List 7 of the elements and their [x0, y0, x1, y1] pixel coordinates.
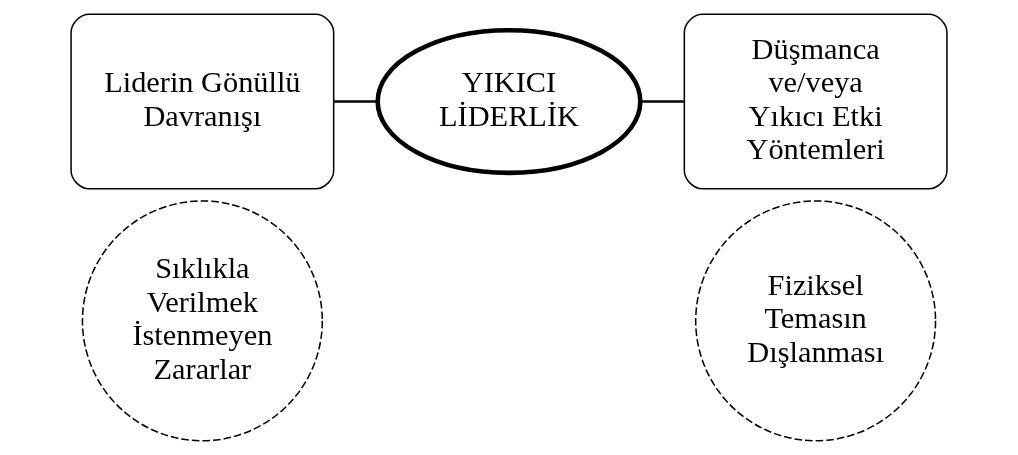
- connector: [640, 100, 684, 103]
- node-box: Liderin Gönüllü Davranışı: [70, 13, 335, 190]
- node-circle: Fiziksel Temasın Dışlanması: [694, 200, 937, 442]
- node-box: Düşmanca ve/veya Yıkıcı Etki Yöntemleri: [683, 13, 948, 190]
- node-ellipse: YIKICI LİDERLİK: [375, 27, 643, 176]
- connector: [334, 100, 378, 103]
- node-circle: Sıklıkla Verilmek İstenmeyen Zararlar: [81, 200, 324, 442]
